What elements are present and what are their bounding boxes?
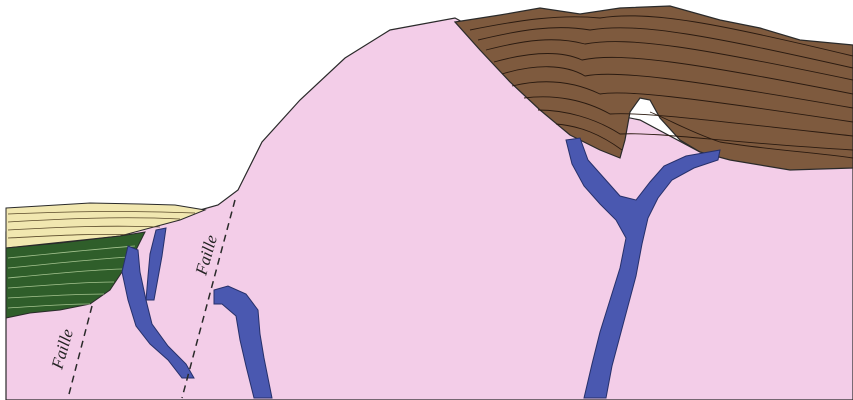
geologic-cross-section: Faille Faille [0, 0, 853, 400]
cross-section-svg: Faille Faille [0, 0, 853, 400]
